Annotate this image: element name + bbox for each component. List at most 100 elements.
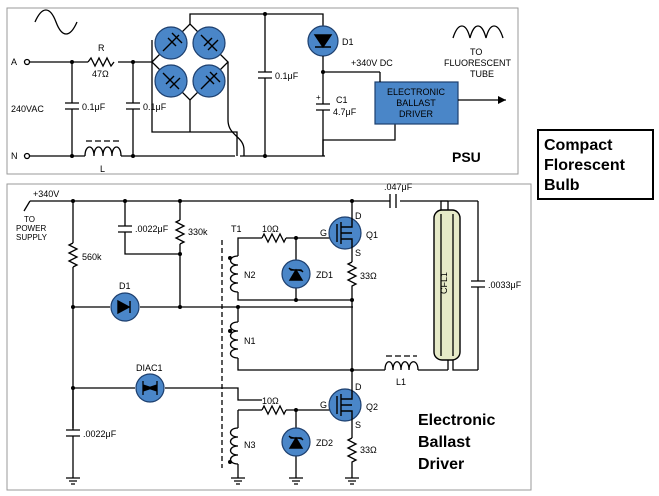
n1-dot — [228, 329, 232, 333]
c1-name: C1 — [336, 95, 348, 105]
hf-waveform-icon — [452, 25, 504, 39]
junction — [350, 199, 354, 203]
q1-source-label: S — [355, 248, 361, 258]
n1-label: N1 — [244, 336, 256, 346]
resistor-r-value: 47Ω — [92, 69, 109, 79]
driver-d1-label: D1 — [119, 281, 131, 291]
junction — [263, 154, 267, 158]
bridge-diode-2 — [192, 26, 226, 60]
driver-section-label-3: Driver — [418, 456, 464, 473]
n3-label: N3 — [244, 440, 256, 450]
rail-label: +340V DC — [351, 58, 393, 68]
c1-value: 4.7μF — [333, 107, 357, 117]
r-560k-label: 560k — [82, 252, 102, 262]
q1-gate-label: G — [320, 228, 327, 238]
psu-ground — [322, 124, 396, 156]
resistor-r — [87, 56, 115, 68]
to-supply-1: TO — [24, 215, 35, 224]
junction — [178, 305, 182, 309]
ground-icon — [66, 477, 80, 485]
zener-zd2 — [281, 427, 311, 457]
r-33-top-label: 33Ω — [360, 271, 377, 281]
c-0022-bot-label: .0022μF — [83, 429, 117, 439]
mosfet-q1 — [328, 216, 362, 250]
driver-section-label-2: Ballast — [418, 434, 471, 451]
psu-section-label: PSU — [452, 149, 481, 165]
diode-d1-label: D1 — [342, 37, 354, 47]
mosfet-q2 — [328, 388, 362, 422]
c-0033-label: .0033μF — [488, 280, 522, 290]
driver-diode-d1 — [110, 292, 140, 322]
r-10-bot — [261, 404, 287, 416]
cap-in-2 — [126, 102, 140, 110]
r-10-bot-label: 10Ω — [262, 396, 279, 406]
q2-gate-label: G — [320, 400, 327, 410]
n3-dot — [228, 460, 232, 464]
n3-winding — [229, 427, 239, 465]
c-0022-top-leads — [124, 201, 180, 255]
bridge-diode-1 — [154, 26, 188, 60]
zd2-label: ZD2 — [316, 438, 333, 448]
diac1 — [135, 373, 165, 403]
title-line-2: Florescent — [544, 157, 626, 174]
junction — [178, 252, 182, 256]
r-33-bot-label: 33Ω — [360, 445, 377, 455]
ground-icon — [231, 477, 245, 485]
zd1-label: ZD1 — [316, 270, 333, 280]
zener-zd1 — [281, 259, 311, 289]
ground-icon — [289, 477, 303, 485]
n2-winding — [229, 255, 239, 293]
r-10-top — [261, 232, 287, 244]
cfl-inner — [440, 214, 454, 356]
r-330k — [174, 219, 186, 245]
bridge-diode-3 — [154, 64, 188, 98]
n2-bottom — [237, 292, 353, 301]
n2-dot — [228, 256, 232, 260]
psu-frame — [6, 7, 519, 175]
inductor-l-label: L — [100, 164, 105, 174]
c-0033 — [471, 280, 485, 288]
diode-d1 — [307, 25, 339, 57]
q2-label: Q2 — [366, 402, 378, 412]
bridge-feed-n — [151, 62, 238, 156]
terminal-a-label: A — [11, 57, 17, 67]
c-0022-top — [118, 225, 132, 233]
c1-plus: + — [316, 93, 321, 102]
cap-bridge — [258, 71, 272, 79]
diac-leads — [73, 387, 262, 401]
c1-plates — [316, 103, 330, 111]
l1-label: L1 — [396, 377, 406, 387]
inductor-l — [84, 146, 122, 157]
junction — [236, 305, 240, 309]
ballast-box-line-2: BALLAST — [396, 98, 436, 108]
cfl-top — [440, 200, 478, 210]
n1-winding — [229, 321, 239, 359]
cfl-label: CFL1 — [439, 272, 449, 294]
ground-icon — [345, 477, 359, 485]
terminal-a — [23, 58, 31, 66]
junction — [294, 298, 298, 302]
title-line-1: Compact — [544, 137, 613, 154]
rail-lead-diag — [23, 200, 31, 212]
cfl-bottom — [447, 360, 478, 371]
driver-frame — [6, 183, 532, 491]
bridge-pos — [189, 13, 324, 30]
output-label-1: TO — [470, 47, 482, 57]
r-33-bot — [346, 437, 358, 478]
diac-label: DIAC1 — [136, 363, 163, 373]
q1-label: Q1 — [366, 230, 378, 240]
output-label-3: TUBE — [470, 69, 494, 79]
n2-top — [237, 237, 262, 256]
terminal-n-label: N — [11, 151, 18, 161]
q2-drain-label: D — [355, 382, 362, 392]
r-560k — [67, 242, 79, 268]
c-047-label: .047μF — [384, 182, 413, 192]
ballast-box-line-1: ELECTRONIC — [387, 87, 446, 97]
driver-rail-label: +340V — [33, 189, 59, 199]
r-330k-label: 330k — [188, 227, 208, 237]
input-voltage-label: 240VAC — [11, 104, 44, 114]
q1-drain-label: D — [355, 211, 362, 221]
junction — [131, 154, 135, 158]
ballast-driver-box — [374, 81, 459, 125]
